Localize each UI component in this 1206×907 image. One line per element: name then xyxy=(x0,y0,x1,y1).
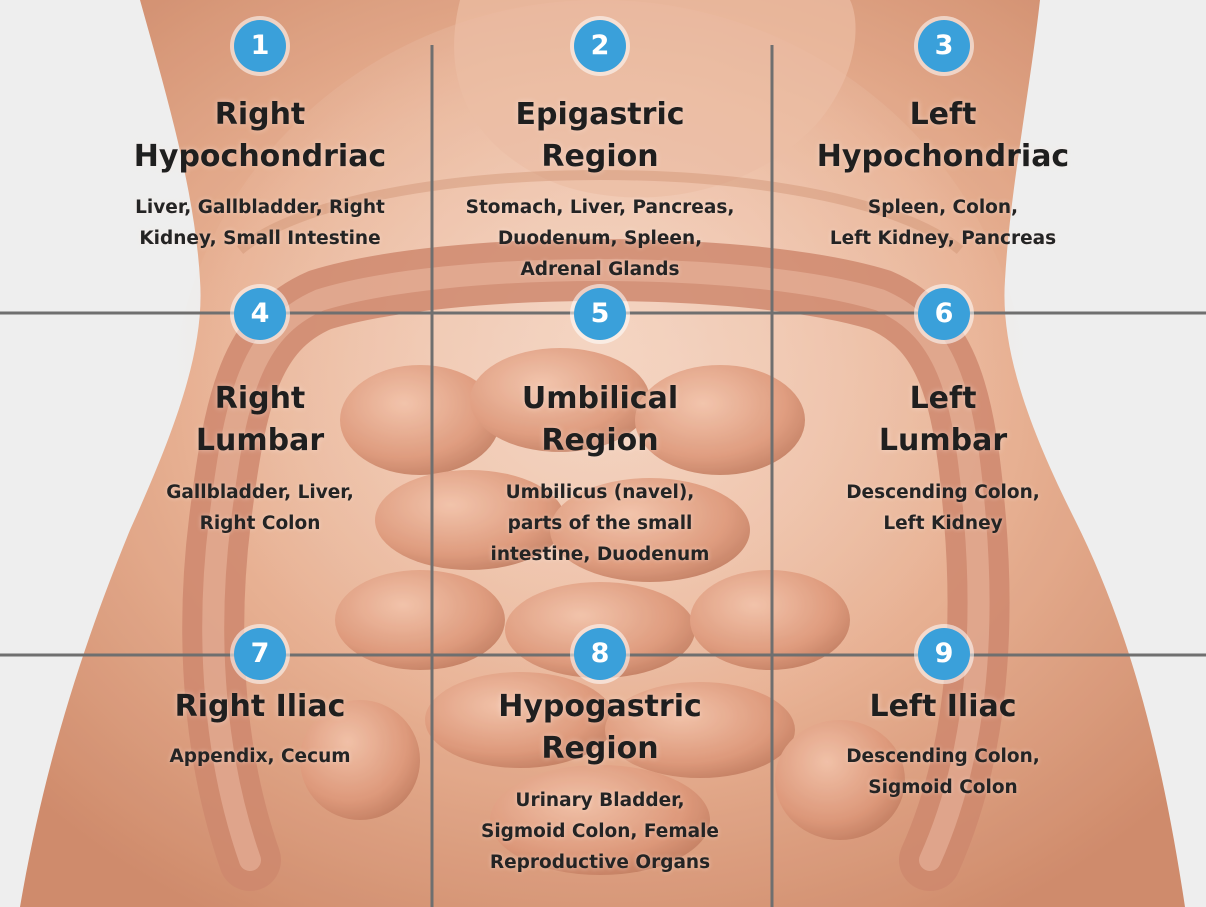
region-9-title: Left Iliac xyxy=(869,689,1017,724)
region-3-organs: Spleen, Colon, Left Kidney, Pancreas xyxy=(829,197,1057,249)
region-3-number-badge: 3 xyxy=(918,20,970,72)
region-1-organs: Liver, Gallbladder, Right Kidney, Small … xyxy=(135,197,385,249)
region-5-number-badge: 5 xyxy=(574,288,626,340)
region-7-organs: Appendix, Cecum xyxy=(169,746,351,767)
region-5-title: Umbilical Region xyxy=(521,381,679,458)
region-1-number-badge: 1 xyxy=(234,20,286,72)
region-8-organs: Urinary Bladder, Sigmoid Colon, Female R… xyxy=(481,790,719,873)
region-2-title: Epigastric Region xyxy=(515,97,685,174)
region-1-title: Right Hypochondriac xyxy=(133,97,387,174)
region-4-title: Right Lumbar xyxy=(195,381,325,458)
region-9-organs: Descending Colon, Sigmoid Colon xyxy=(846,746,1040,798)
region-8-title: Hypogastric Region xyxy=(498,689,702,766)
region-5-organs: Umbilicus (navel), parts of the small in… xyxy=(490,482,710,565)
region-4-number-badge: 4 xyxy=(234,288,286,340)
region-7-title: Right Iliac xyxy=(174,689,346,724)
region-6-number-badge: 6 xyxy=(918,288,970,340)
region-8-number-badge: 8 xyxy=(574,628,626,680)
region-2-organs: Stomach, Liver, Pancreas, Duodenum, Sple… xyxy=(465,197,735,280)
region-6-title: Left Lumbar xyxy=(878,381,1008,458)
region-2-number-badge: 2 xyxy=(574,20,626,72)
region-6-organs: Descending Colon, Left Kidney xyxy=(846,482,1040,534)
stomach-shape xyxy=(454,0,856,198)
region-9-number-badge: 9 xyxy=(918,628,970,680)
ribcage-arc xyxy=(236,170,964,254)
region-3-title: Left Hypochondriac xyxy=(816,97,1070,174)
region-7-number-badge: 7 xyxy=(234,628,286,680)
small-intestine xyxy=(300,348,905,875)
region-4-organs: Gallbladder, Liver, Right Colon xyxy=(166,482,354,534)
